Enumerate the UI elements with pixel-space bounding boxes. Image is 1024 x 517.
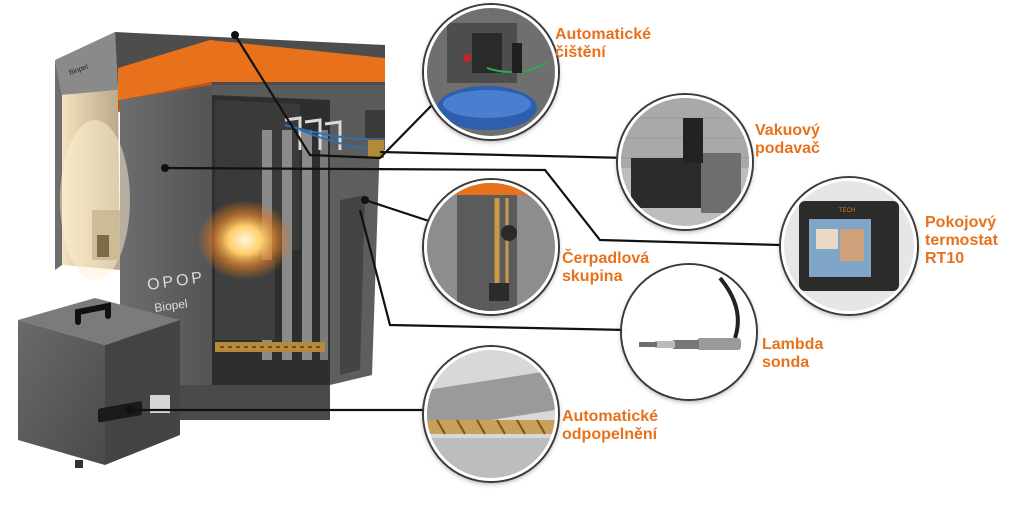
leader-line-cleaning — [234, 34, 433, 160]
ash-box — [18, 298, 180, 468]
label-automatic-cleaning: Automatické čištění — [555, 26, 652, 61]
detail-circle-deashing — [424, 347, 558, 481]
detail-circle-cleaning — [424, 5, 558, 139]
label-vacuum-feeder: Vakuový podavač — [755, 122, 820, 157]
leader-line-lambda — [358, 209, 628, 332]
leader-line-vacuum — [379, 150, 629, 160]
leader-lines — [130, 34, 781, 412]
leader-line-pump — [364, 198, 433, 224]
label-pump-group: Čerpadlová skupina — [562, 250, 650, 285]
orange-lid — [118, 40, 385, 100]
label-automatic-deashing: Automatické odpopelnění — [562, 408, 659, 443]
burner-flame — [197, 200, 293, 280]
detail-circle-pump — [424, 180, 558, 314]
thermostat-brand-text: TECH — [839, 208, 855, 214]
detail-circle-lambda — [622, 265, 756, 399]
leader-line-thermostat — [164, 166, 781, 247]
detail-circle-vacuum — [618, 95, 752, 229]
boiler-product-text: Biopel — [153, 296, 188, 315]
detail-circle-thermostat: TECH — [781, 178, 917, 314]
label-room-thermostat: Pokojový termostat RT10 — [925, 214, 998, 267]
label-lambda-probe: Lambda sonda — [762, 336, 824, 371]
